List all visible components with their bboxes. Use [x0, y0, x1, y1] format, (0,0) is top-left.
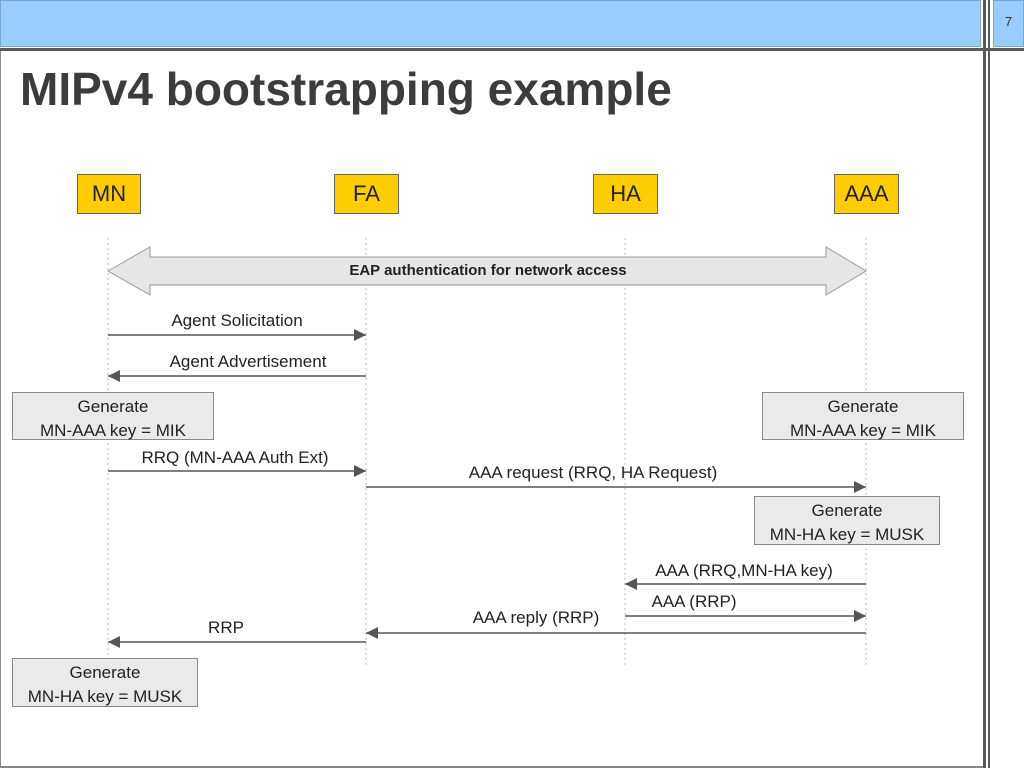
sequence-diagram	[106, 238, 867, 665]
eap-double-arrow	[106, 246, 867, 296]
entity-fa: FA	[334, 174, 399, 214]
box-aaa-musk-line2: MN-HA key = MUSK	[769, 525, 925, 544]
label-agent-advertisement: Agent Advertisement	[169, 352, 327, 371]
bottom-border	[0, 766, 983, 768]
box-aaa-musk-line1: Generate	[811, 501, 883, 520]
box-aaa-mik-line1: Generate	[827, 397, 899, 416]
box-mn-generate-mik: Generate MN-AAA key = MIK	[12, 392, 214, 440]
label-aaa-rrp: AAA (RRP)	[651, 592, 737, 611]
box-aaa-mik-line2: MN-AAA key = MIK	[790, 421, 936, 440]
page-number: 7	[1004, 14, 1013, 29]
header-bar	[0, 0, 981, 47]
left-border	[0, 51, 1, 768]
slide-title: MIPv4 bootstrapping example	[20, 63, 672, 115]
entity-ha: HA	[593, 174, 658, 214]
label-rrp: RRP	[208, 618, 244, 637]
box-aaa-generate-musk: Generate MN-HA key = MUSK	[754, 496, 940, 545]
label-aaa-reply: AAA reply (RRP)	[472, 608, 600, 627]
box-mn-generate-musk: Generate MN-HA key = MUSK	[12, 658, 198, 707]
side-rule	[983, 0, 986, 768]
box-mn-musk-line2: MN-HA key = MUSK	[27, 687, 183, 706]
header-rule	[0, 48, 1024, 51]
box-mn-mik-line1: Generate	[77, 397, 149, 416]
box-aaa-generate-mik: Generate MN-AAA key = MIK	[762, 392, 964, 440]
label-aaa-request: AAA request (RRQ, HA Request)	[468, 463, 718, 482]
side-rule-inner	[988, 0, 990, 768]
entity-aaa: AAA	[834, 174, 899, 214]
label-agent-solicitation: Agent Solicitation	[171, 311, 303, 330]
entity-mn: MN	[77, 174, 141, 214]
eap-label: EAP authentication for network access	[349, 262, 627, 279]
label-rrq: RRQ (MN-AAA Auth Ext)	[141, 448, 329, 467]
box-mn-musk-line1: Generate	[69, 663, 141, 682]
box-mn-mik-line2: MN-AAA key = MIK	[40, 421, 186, 440]
page-number-box	[993, 0, 1024, 47]
label-aaa-rrq-key: AAA (RRQ,MN-HA key)	[655, 561, 833, 580]
